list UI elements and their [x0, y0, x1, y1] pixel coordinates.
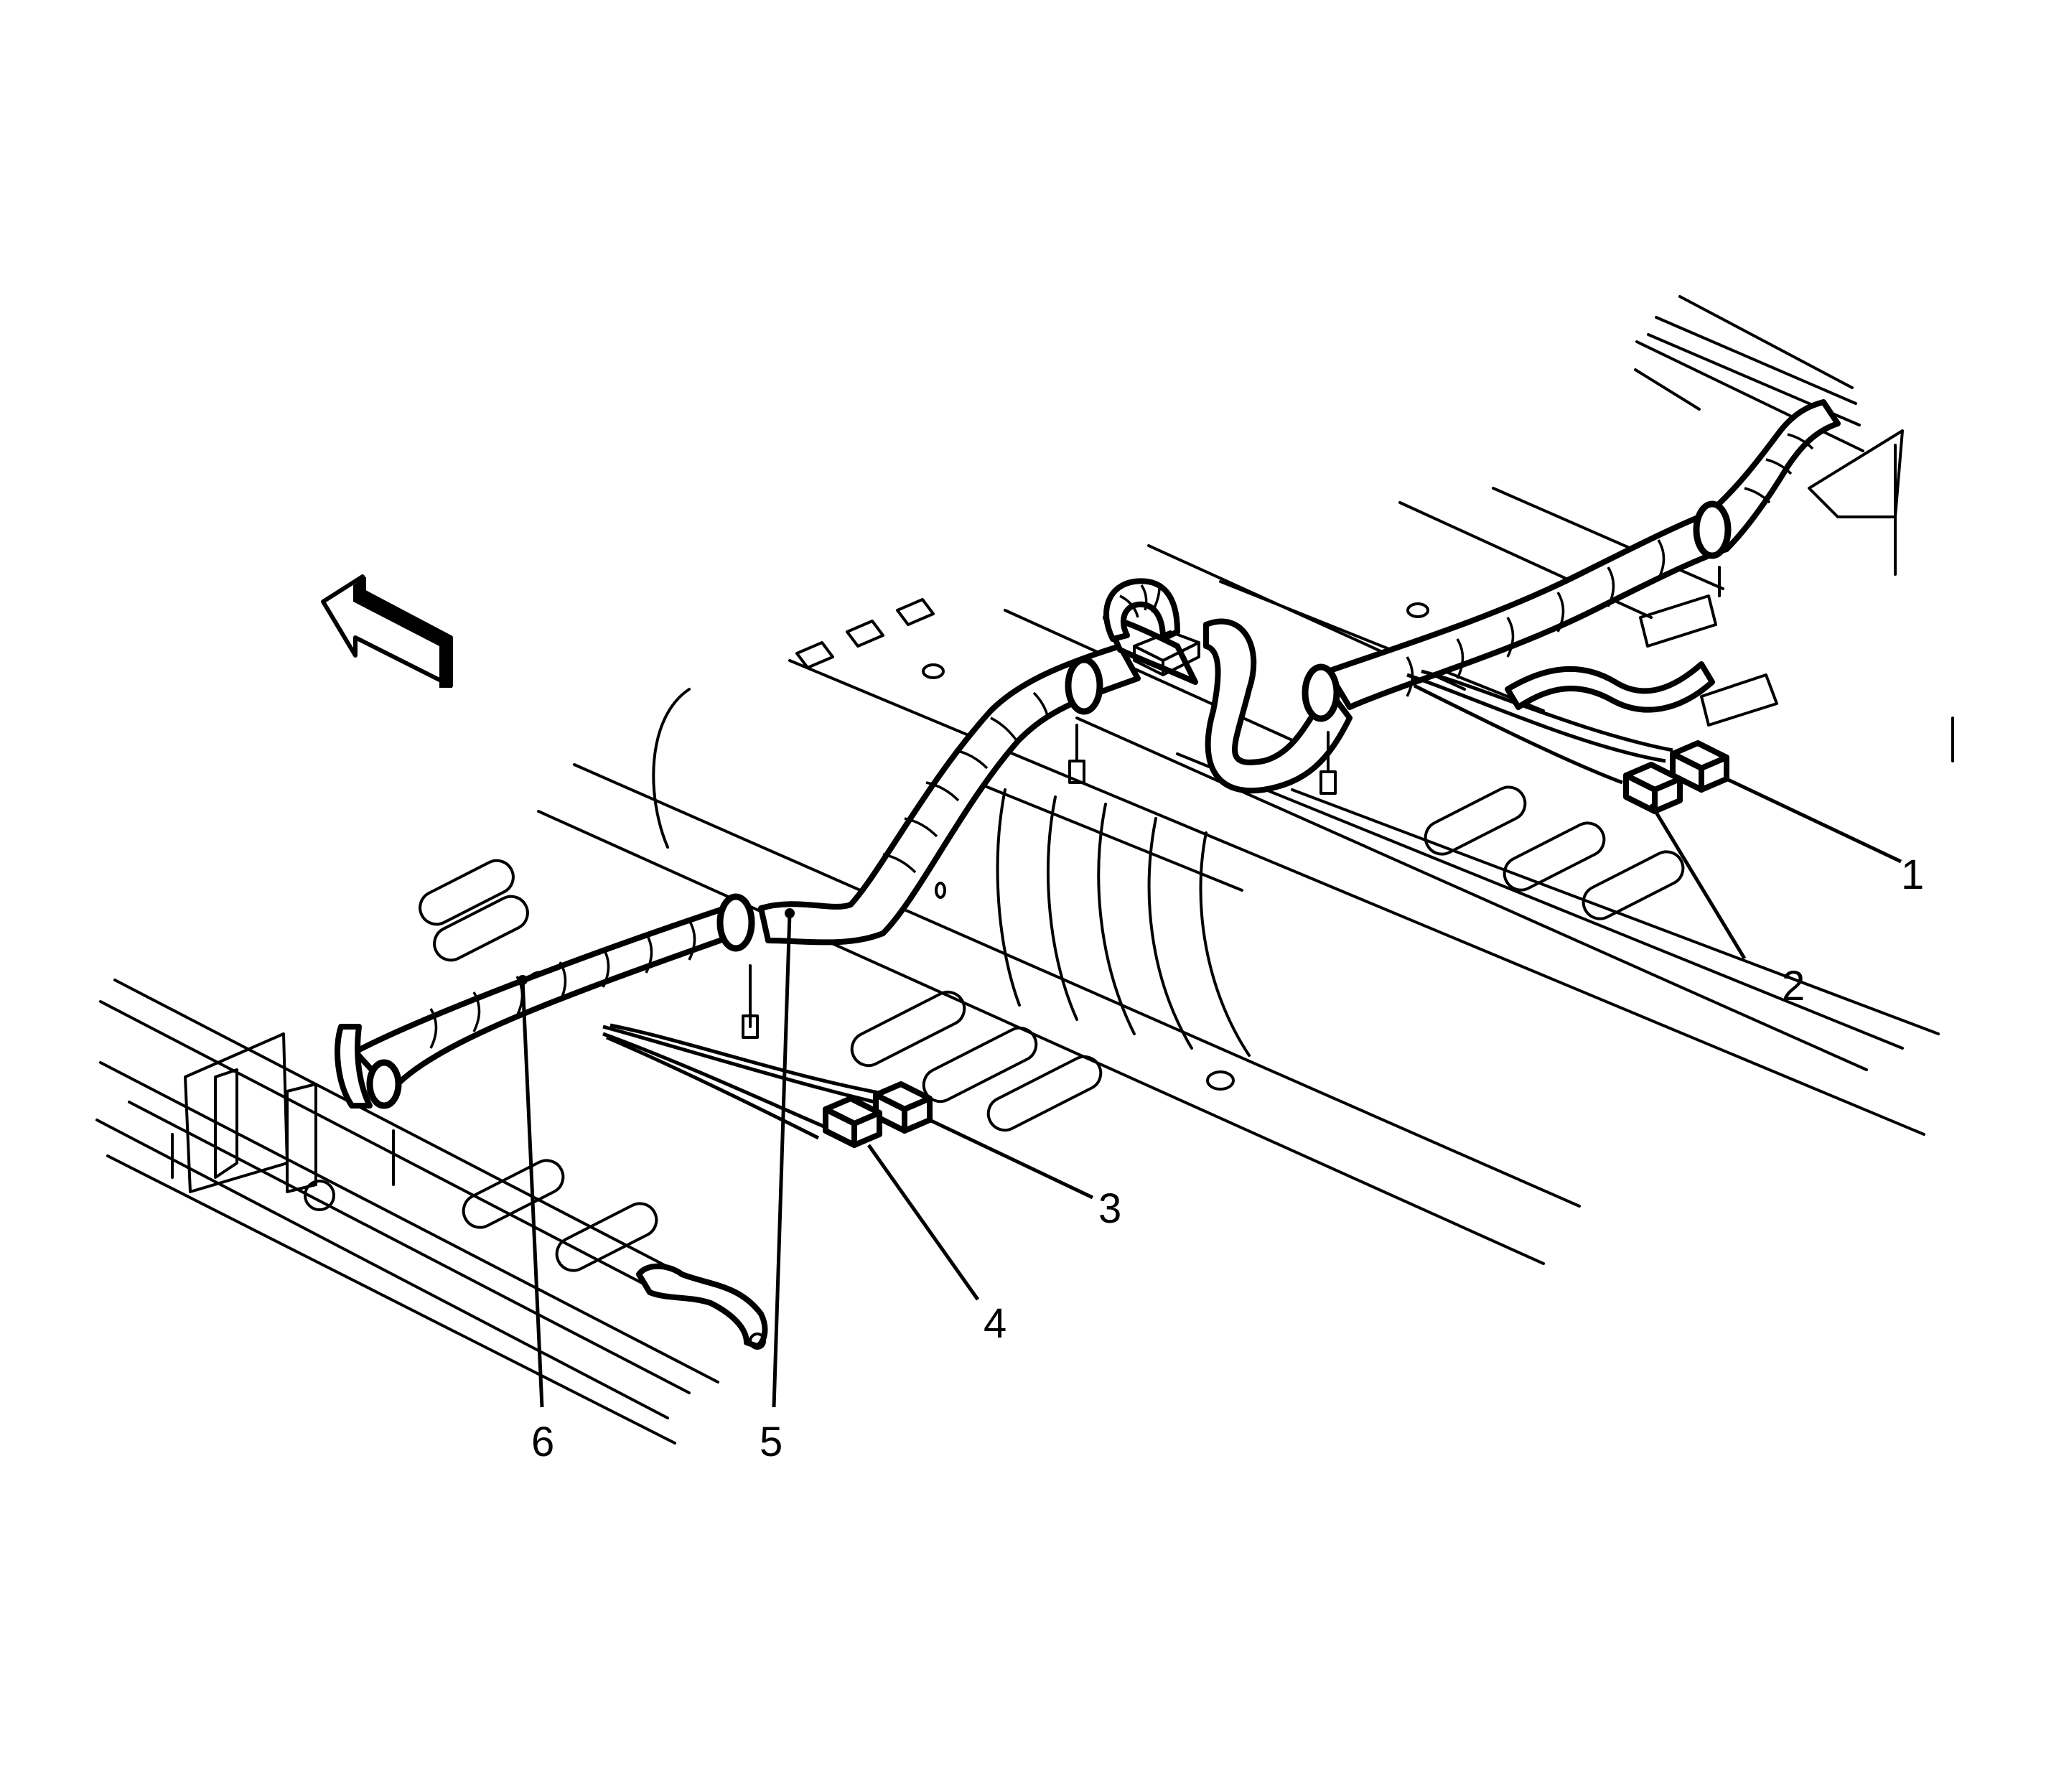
connector-2 — [1623, 762, 1683, 814]
floor-pan — [95, 295, 1954, 1445]
callout-6: 6 — [531, 1419, 555, 1465]
callout-2: 2 — [1782, 963, 1806, 1009]
branch-harnesses — [602, 661, 1729, 1350]
connector-4 — [823, 1096, 882, 1148]
main-floor-harness — [335, 399, 1841, 1186]
callout-leaders — [518, 777, 1902, 1408]
callout-3: 3 — [1098, 1185, 1122, 1232]
connector-3 — [873, 1081, 933, 1134]
callout-4: 4 — [984, 1300, 1007, 1347]
callout-5: 5 — [760, 1419, 783, 1465]
front-direction-arrow-icon — [321, 574, 453, 688]
callout-1: 1 — [1901, 851, 1925, 898]
